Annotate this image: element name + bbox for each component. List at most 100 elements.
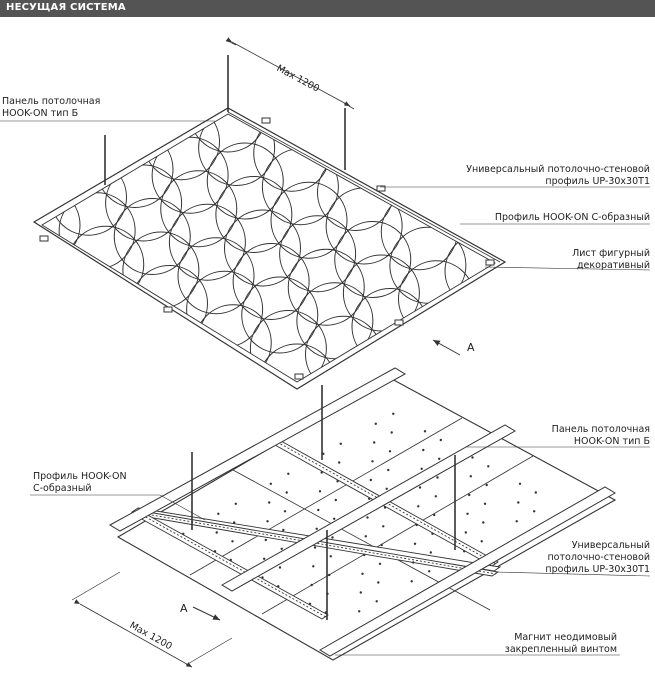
- perforation-dot: [231, 540, 234, 543]
- perforation-dot: [417, 505, 420, 508]
- perforation-dot: [438, 457, 441, 460]
- decorative-circle: [249, 310, 327, 382]
- decorative-circle: [253, 114, 331, 192]
- decorative-circle: [342, 254, 420, 332]
- perforation-dot: [369, 478, 372, 482]
- dimension-line: [73, 599, 193, 668]
- perforation-dot: [268, 501, 271, 504]
- perforation-dot: [364, 535, 367, 538]
- decorative-circle: [105, 164, 183, 242]
- perforation-dot: [287, 472, 290, 475]
- perforation-dot: [310, 583, 313, 587]
- top-labels: Панель потолочная HOOK-ON тип Б Max 1200…: [2, 63, 650, 354]
- dimension-text: Max 1200: [275, 63, 322, 95]
- perforation-dot: [264, 538, 267, 542]
- perforation-dot: [278, 566, 282, 569]
- perforation-dot: [339, 442, 342, 445]
- label-up-line3: профиль UP-30x30T1: [545, 564, 650, 575]
- perforation-dot: [434, 495, 437, 498]
- perforation-dot: [338, 461, 341, 464]
- perforation-dot: [213, 550, 217, 553]
- perforation-dot: [390, 431, 393, 434]
- perforation-dot: [318, 490, 322, 493]
- dimension-line: [225, 37, 351, 107]
- perforation-dot: [466, 512, 469, 515]
- perforation-dot: [385, 487, 388, 490]
- perforation-dot: [413, 542, 417, 545]
- decorative-circle: [389, 226, 467, 304]
- view-a-label: A: [467, 341, 475, 354]
- perforation-dot: [377, 581, 380, 584]
- perforation-dot: [313, 546, 317, 549]
- label-sheet-line1: Лист фигурный: [572, 248, 650, 259]
- perforation-dot: [483, 502, 487, 505]
- decorative-circle: [296, 282, 374, 360]
- label-panel-line1: Панель потолочная: [552, 424, 650, 435]
- label-up-line1: Универсальный потолочно-стеновой: [466, 164, 650, 175]
- perforation-dot: [463, 550, 466, 553]
- perforation-dot: [261, 576, 264, 579]
- label-cprofile-line1: Профиль HOOK-ON: [33, 471, 127, 482]
- perforation-dot: [333, 517, 336, 520]
- perforation-dot: [359, 591, 362, 594]
- decorative-circle: [177, 237, 255, 315]
- perforation-dot: [320, 471, 323, 474]
- perforation-dot: [429, 551, 432, 554]
- perforation-dot: [374, 422, 377, 425]
- decorative-circle: [270, 181, 348, 259]
- label-up-line2: потолочно-стеновой: [547, 552, 650, 563]
- clip: [485, 259, 495, 266]
- up-profile: [108, 367, 616, 657]
- perforation-dot: [283, 510, 287, 513]
- decorative-circle: [113, 198, 191, 275]
- perforation-dot: [373, 441, 376, 444]
- decorative-circle: [279, 215, 357, 293]
- decorative-circle: [258, 343, 336, 382]
- perforation-dot: [277, 585, 280, 588]
- bottom-assembly: [30, 367, 651, 668]
- perforation-dot: [387, 468, 390, 472]
- decorative-circle: [189, 114, 267, 153]
- perforation-dot: [471, 456, 474, 459]
- perforation-dot: [315, 527, 318, 530]
- perforation-dot: [280, 547, 283, 550]
- decorative-circle: [287, 248, 365, 326]
- decorative-circle: [206, 142, 284, 220]
- clip: [163, 306, 173, 313]
- perforation-dot: [233, 521, 236, 524]
- perforation-dot: [263, 557, 266, 560]
- perforation-dot: [266, 520, 269, 523]
- perforation-dot: [517, 501, 520, 504]
- label-sheet-line2: декоративный: [577, 260, 650, 271]
- section-header: НЕСУЩАЯ СИСТЕМА: [0, 0, 655, 17]
- clip: [376, 185, 386, 192]
- label-cprofile-line2: С-образный: [33, 483, 92, 494]
- view-a-label: A: [180, 602, 188, 615]
- perforation-dot: [439, 438, 442, 442]
- perforation-dot: [428, 570, 431, 573]
- perforation-dot: [469, 475, 472, 478]
- perforation-dot: [410, 580, 413, 583]
- perforation-dot: [336, 480, 339, 483]
- decorative-circle: [444, 232, 495, 310]
- clip: [39, 235, 49, 242]
- perforation-dot: [518, 482, 522, 485]
- perforation-dot: [423, 430, 427, 433]
- decorative-circle: [168, 203, 246, 281]
- perforation-dot: [436, 476, 439, 479]
- decorative-circle: [317, 154, 394, 231]
- section-title: НЕСУЩАЯ СИСТЕМА: [6, 2, 126, 13]
- leader-line: [484, 266, 651, 271]
- decorative-circle: [334, 221, 412, 298]
- perforation-dot: [533, 510, 536, 513]
- perforation-dot: [328, 573, 331, 577]
- clip: [294, 373, 304, 380]
- perforation-dot: [382, 525, 385, 528]
- decorative-circle: [198, 114, 276, 186]
- perforation-dot: [431, 532, 434, 535]
- perforation-dot: [464, 531, 467, 534]
- top-panel-frame: [32, 107, 507, 390]
- perforation-dot: [383, 506, 387, 509]
- perforation-dot: [468, 493, 471, 497]
